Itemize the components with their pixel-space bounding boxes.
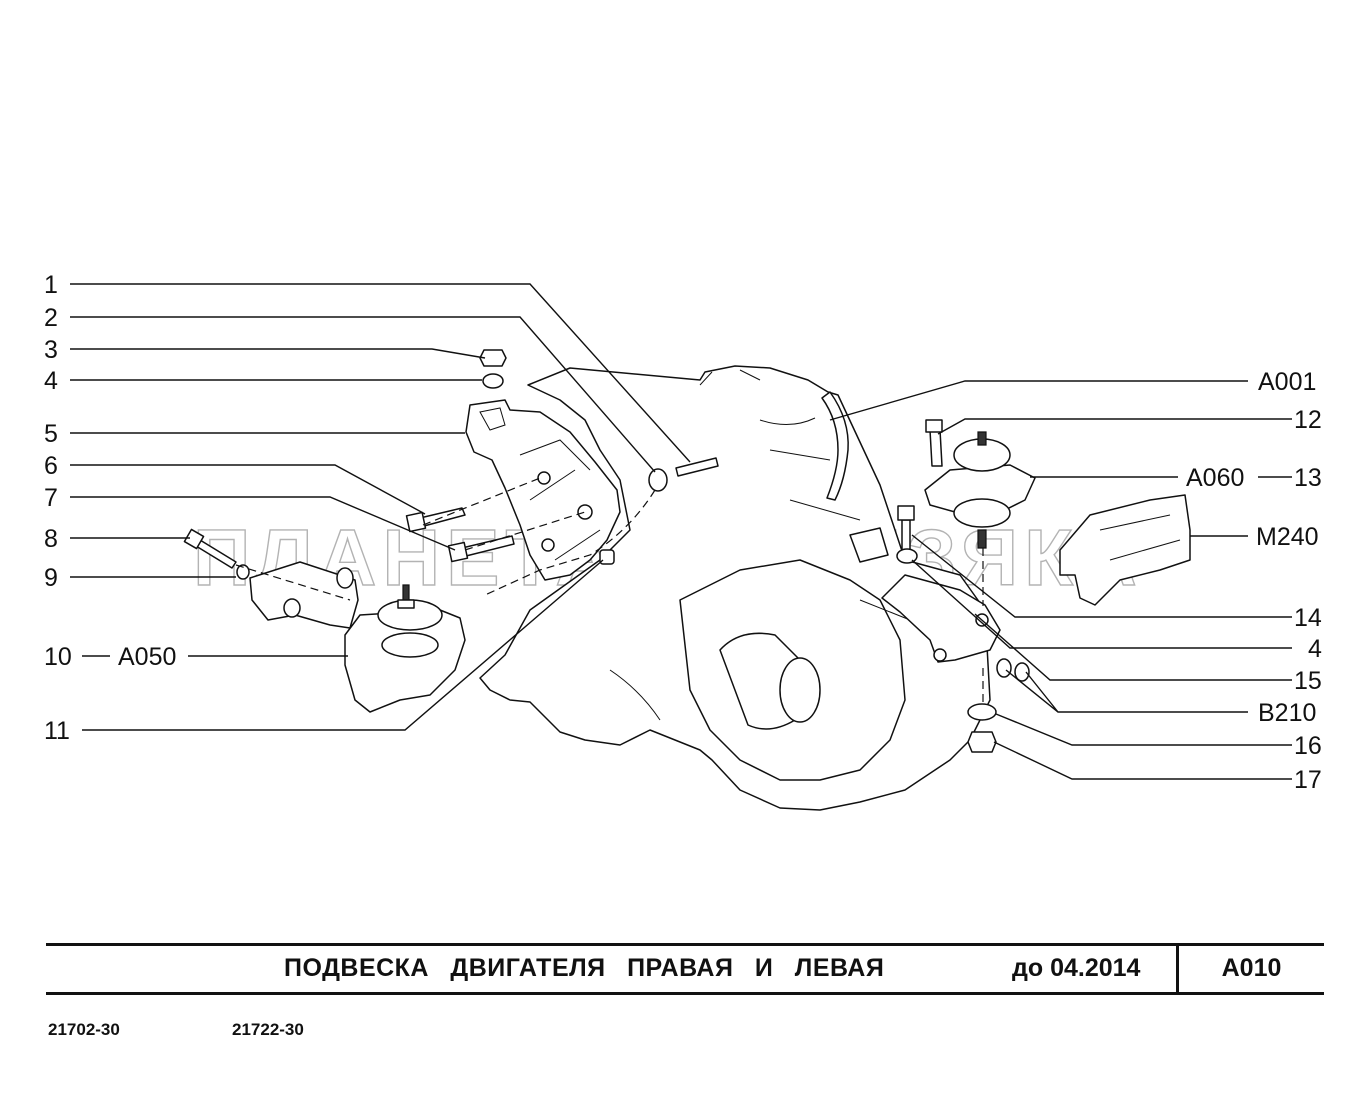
title-block: ПОДВЕСКА ДВИГАТЕЛЯ ПРАВАЯ И ЛЕВАЯ до 04.… bbox=[46, 943, 1324, 995]
model-code-1: 21702-30 bbox=[48, 1020, 120, 1039]
gearbox-housing bbox=[479, 365, 991, 811]
nut-part-3 bbox=[479, 349, 507, 367]
callout-16: 16 bbox=[1294, 732, 1322, 760]
nut-part-17 bbox=[967, 731, 997, 753]
callout-14: 14 bbox=[1294, 604, 1322, 632]
validity-date: до 04.2014 bbox=[1012, 954, 1141, 982]
bolt-part-12 bbox=[925, 419, 943, 467]
washer-part-16 bbox=[967, 703, 997, 721]
title-divider bbox=[1176, 946, 1179, 992]
callout-8: 8 bbox=[44, 525, 58, 553]
bolt-part-14 bbox=[897, 505, 915, 551]
callout-10: 10 bbox=[44, 643, 72, 671]
heat-shield-m240 bbox=[1059, 494, 1191, 606]
model-code-2: 21722-30 bbox=[232, 1020, 304, 1039]
callout-13: 13 bbox=[1294, 464, 1322, 492]
nut-part-2 bbox=[648, 468, 668, 492]
callout-4-right: 4 bbox=[1308, 635, 1322, 663]
callout-17: 17 bbox=[1294, 766, 1322, 794]
callout-2: 2 bbox=[44, 304, 58, 332]
callout-1: 1 bbox=[44, 271, 58, 299]
callout-4: 4 bbox=[44, 367, 58, 395]
diagram-title: ПОДВЕСКА ДВИГАТЕЛЯ ПРАВАЯ И ЛЕВАЯ bbox=[284, 954, 885, 982]
callout-a050: A050 bbox=[118, 643, 176, 671]
bushing-part-11 bbox=[599, 549, 615, 565]
callout-5: 5 bbox=[44, 420, 58, 448]
mount-part-10 bbox=[344, 584, 466, 713]
callout-a060: A060 bbox=[1186, 464, 1244, 492]
washer-part-4-left bbox=[482, 373, 504, 389]
plate-part bbox=[249, 561, 359, 629]
callout-b210: B210 bbox=[1258, 699, 1316, 727]
callout-a001: A001 bbox=[1258, 368, 1316, 396]
assembly-line-left bbox=[235, 477, 656, 601]
section-code: A010 bbox=[1221, 954, 1282, 982]
washer-part-9 bbox=[236, 564, 250, 580]
leader-lines-left bbox=[70, 283, 691, 731]
leader-lines-right bbox=[829, 380, 1292, 780]
bolt-part-8 bbox=[183, 528, 237, 569]
callout-m240: M240 bbox=[1256, 523, 1319, 551]
callout-7: 7 bbox=[44, 484, 58, 512]
fastener-b210-2 bbox=[1014, 662, 1030, 682]
mount-part-13 bbox=[924, 431, 1036, 549]
callout-15: 15 bbox=[1294, 667, 1322, 695]
washer-part-4-right bbox=[896, 548, 918, 564]
callout-3: 3 bbox=[44, 336, 58, 364]
bracket-part-5 bbox=[465, 399, 621, 581]
callout-9: 9 bbox=[44, 564, 58, 592]
callout-12: 12 bbox=[1294, 406, 1322, 434]
fastener-b210-1 bbox=[996, 658, 1012, 678]
stud-part-1 bbox=[675, 457, 719, 477]
callout-6: 6 bbox=[44, 452, 58, 480]
callout-11: 11 bbox=[44, 717, 70, 745]
